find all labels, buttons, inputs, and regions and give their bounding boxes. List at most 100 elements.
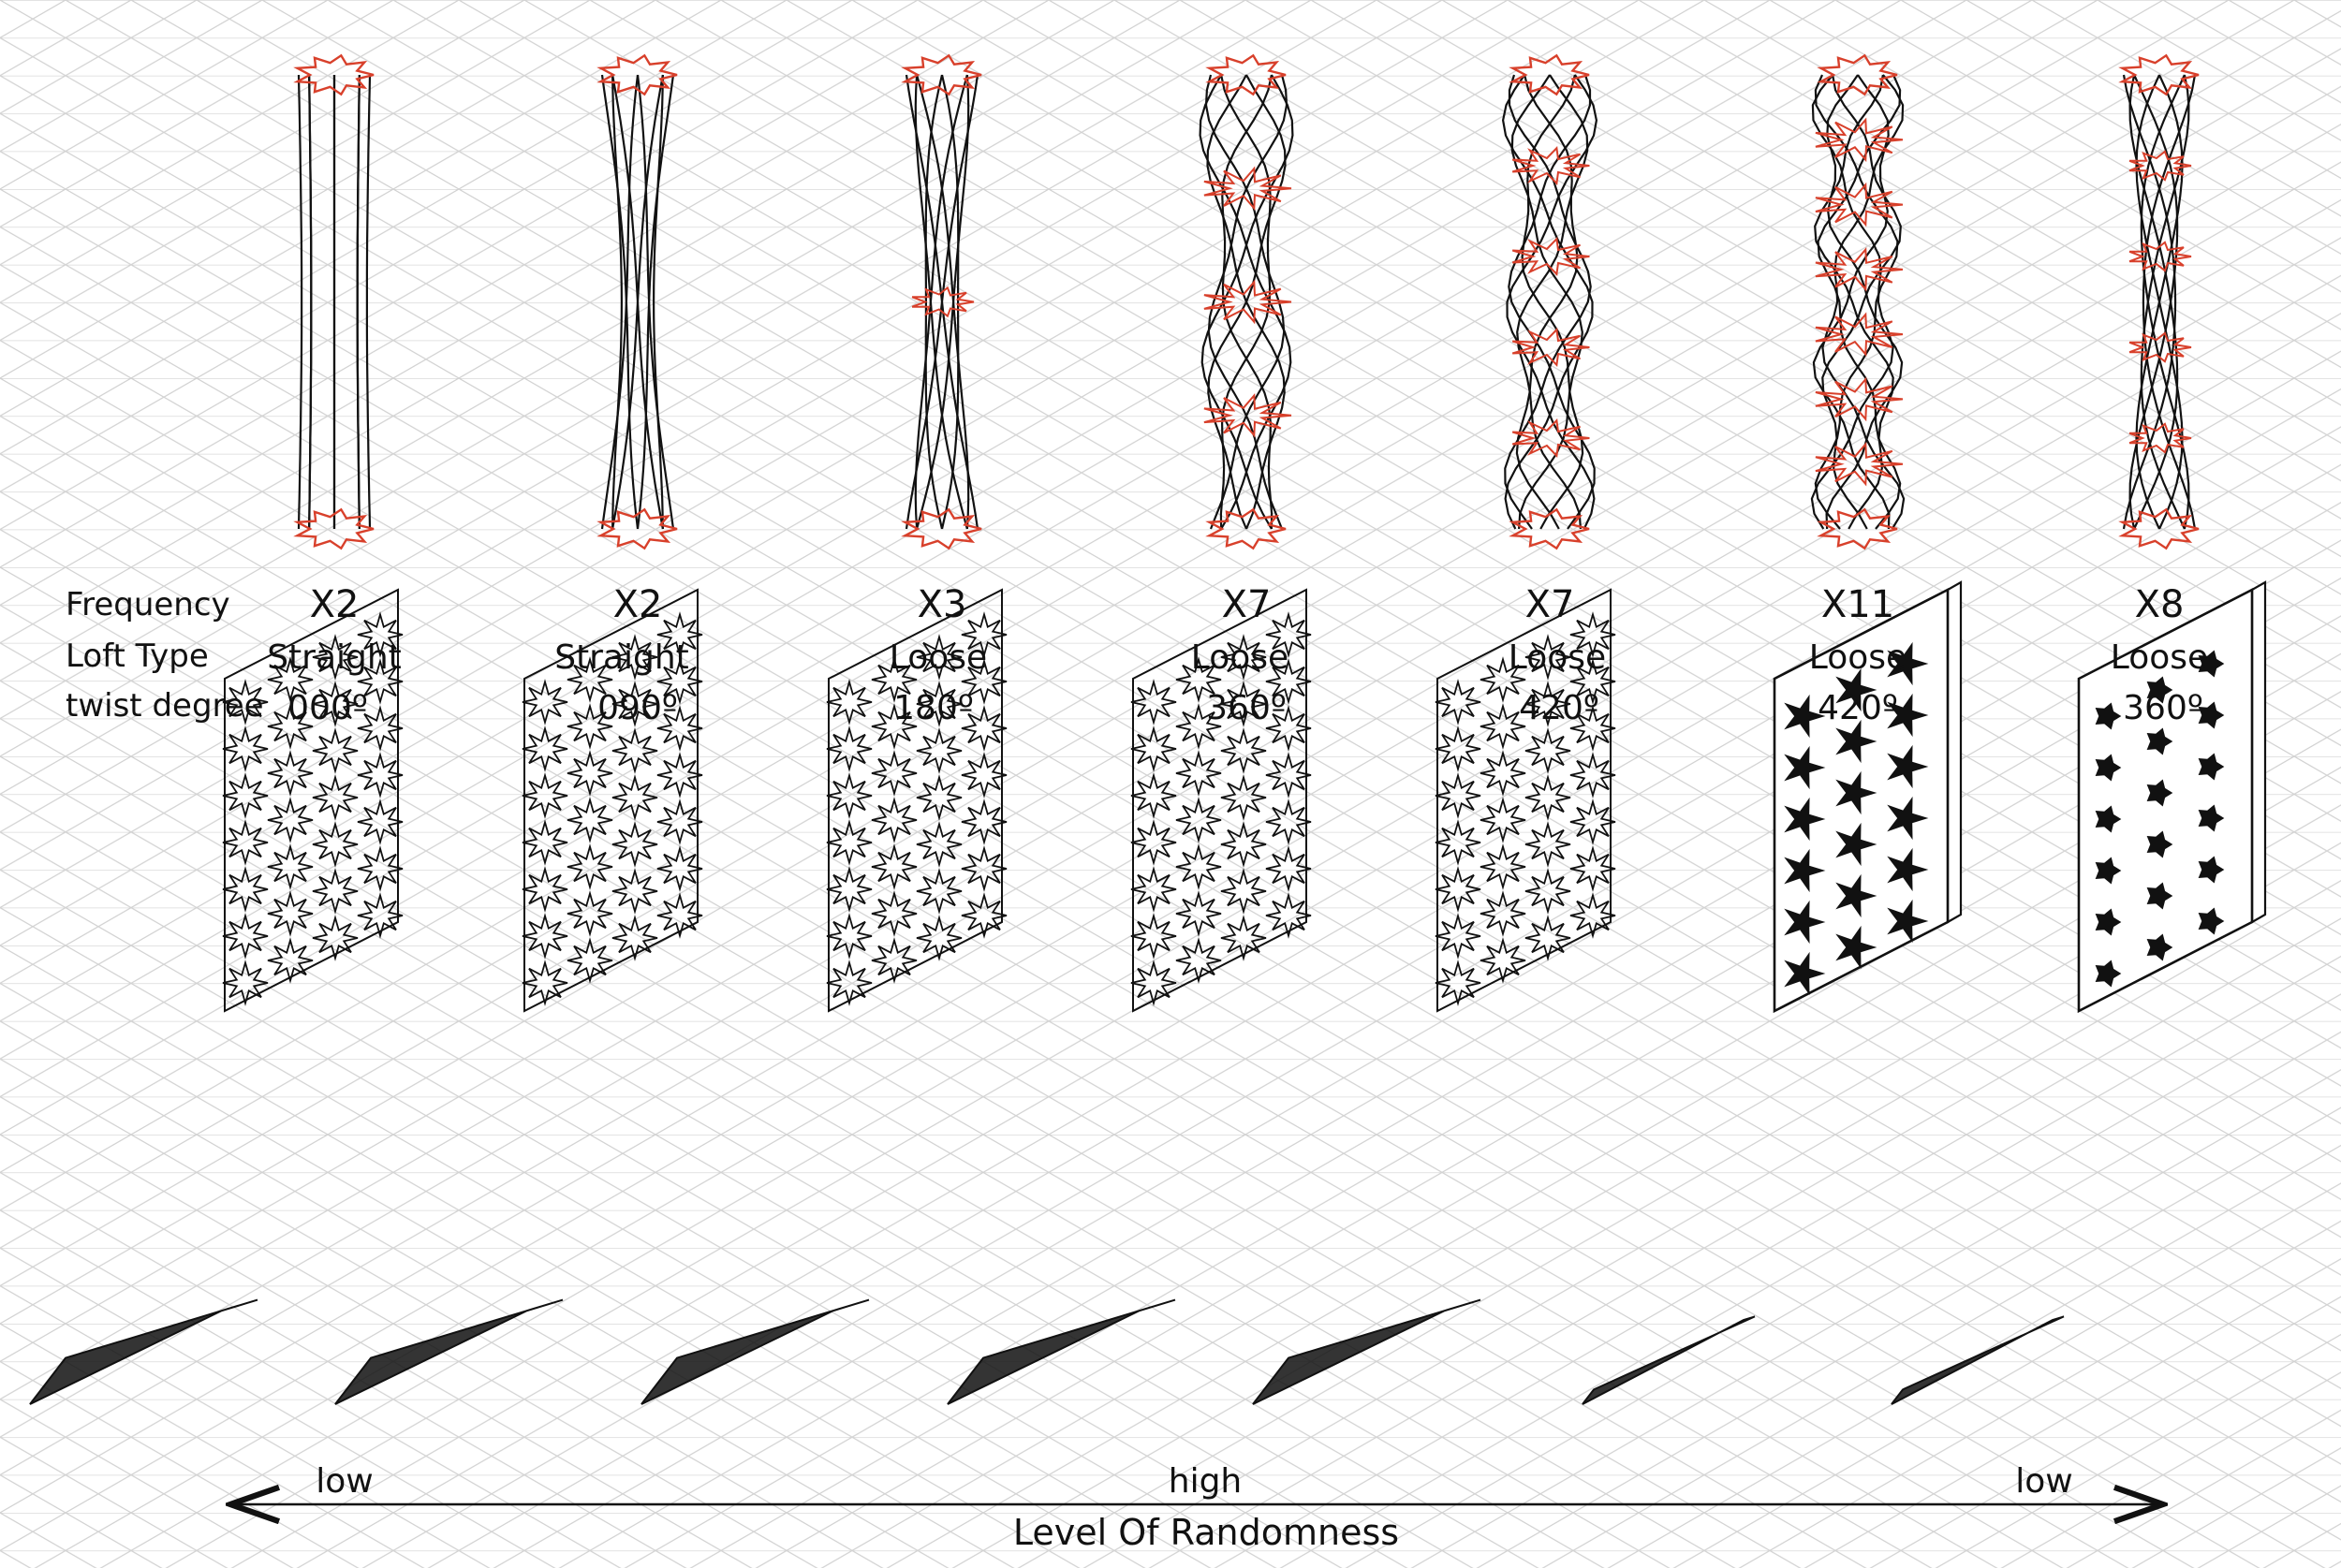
randomness-high-label: high [1169, 1462, 1243, 1501]
panel-module [567, 890, 613, 937]
panel-module [522, 819, 568, 866]
panel-module [522, 866, 568, 913]
tower-mid-section [1815, 247, 1904, 292]
panel-module [1569, 705, 1616, 752]
panel-module [222, 819, 269, 866]
randomness-axis-title: Level Of Randomness [1013, 1512, 1399, 1553]
panel-module [1265, 658, 1312, 705]
panel-module [267, 797, 314, 843]
facade-panel [222, 588, 404, 1013]
panel-module [611, 634, 658, 681]
tower-top-section [1205, 53, 1287, 96]
panel-cutout [2095, 805, 2122, 833]
panel-module [1524, 774, 1571, 821]
panel-module [1569, 611, 1616, 658]
panel-module [1220, 727, 1267, 774]
column-values: X2 Straight 000º X2 Straight 090º X3 Loo… [267, 583, 2208, 727]
frequency-value: X7 [1222, 583, 1272, 626]
panel-module [1220, 634, 1267, 681]
tower-edge [365, 74, 372, 530]
twist-degree-value: 360º [1206, 689, 1287, 727]
panel-outline [224, 588, 399, 1013]
panel-module [871, 703, 918, 750]
panel-module [1220, 681, 1267, 727]
tower-top-section [2118, 53, 2200, 96]
facade-panel [1130, 588, 1312, 1013]
panel-cutout [1835, 925, 1877, 970]
panel-cutout [2095, 857, 2122, 885]
panel-cutout [2095, 908, 2122, 936]
twist-degree-value: 360º [2123, 689, 2203, 727]
panel-cutout [1887, 693, 1929, 738]
panel-module [961, 799, 1008, 845]
panel-cutout [2095, 702, 2122, 730]
panel-module [1175, 750, 1222, 797]
panel-cutout [1784, 797, 1826, 842]
panel-module [826, 679, 873, 725]
panel-module [961, 845, 1008, 892]
twisted-tower [1199, 53, 1294, 550]
tower-mid-section [1511, 237, 1590, 276]
panel-module [1524, 681, 1571, 727]
panel-module [1175, 703, 1222, 750]
twist-degree-value: 420º [1818, 689, 1898, 727]
panel-cutout [1784, 745, 1826, 790]
panel-module [1480, 797, 1526, 843]
tower-base-section [293, 507, 375, 550]
panel-module [961, 611, 1008, 658]
panel-cutout [2146, 779, 2173, 807]
panel-module [611, 774, 658, 821]
panel-module [1175, 656, 1222, 703]
floor-strip [947, 1298, 1176, 1405]
strip-outline [29, 1298, 258, 1405]
facade-panel [522, 588, 703, 1013]
panel-module [357, 705, 404, 752]
panel-module [222, 913, 269, 960]
panel-outline [523, 588, 699, 1013]
tower-edge [1204, 74, 1286, 530]
panel-module [1569, 845, 1616, 892]
panel-module [611, 727, 658, 774]
frequency-value: X11 [1821, 583, 1894, 626]
twist-degree-value: 420º [1519, 689, 1599, 727]
panel-cutout [1887, 796, 1929, 841]
panel-module [611, 821, 658, 868]
tower-edge [611, 74, 664, 530]
tower-edge [916, 74, 970, 530]
panel-module [1435, 819, 1481, 866]
loft-type-value: Loose [890, 638, 987, 677]
twisted-tower [596, 53, 678, 550]
panel-module [1130, 866, 1177, 913]
panel-module [357, 611, 404, 658]
tower-edge [1516, 74, 1589, 530]
panel-module [1265, 611, 1312, 658]
tower-edge [1200, 74, 1294, 530]
panel-module [1480, 937, 1526, 984]
twisted-tower [293, 53, 375, 550]
frequency-value: X2 [310, 583, 360, 626]
panel-cutout [1887, 744, 1929, 789]
panel-module [312, 774, 359, 821]
panel-module [312, 915, 359, 961]
panel-module [1175, 890, 1222, 937]
panel-module [1480, 843, 1526, 890]
panel-module [916, 821, 963, 868]
tower-edge [2135, 74, 2184, 530]
tower-edge [308, 74, 313, 530]
tower-mid-section [1511, 328, 1590, 367]
tower-top-section [1817, 53, 1898, 96]
tower-mid-section [1203, 279, 1292, 325]
tower-edge [905, 74, 979, 530]
loft-type-value: Loose [1509, 638, 1606, 677]
tower-edge [2128, 74, 2179, 530]
loft-type-value: Loose [2111, 638, 2208, 677]
panel-module [567, 937, 613, 984]
randomness-low-left-label: low [316, 1462, 373, 1501]
tower-mid-section [1815, 182, 1904, 227]
panel-cutout [1835, 822, 1877, 867]
panel-cutout [1784, 694, 1826, 739]
panel-cutout [1887, 847, 1929, 892]
facade-panel [826, 588, 1008, 1013]
tower-edge [1504, 74, 1592, 530]
panel-module [567, 797, 613, 843]
